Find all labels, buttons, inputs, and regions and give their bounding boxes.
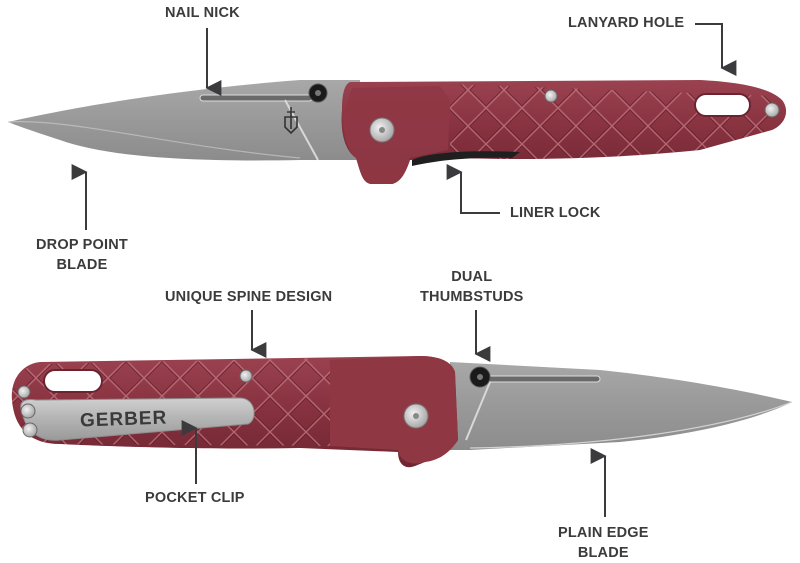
bottom-blade	[450, 362, 792, 450]
arrow-lanyard-hole	[695, 23, 737, 76]
label-dual-thumbstuds: DUAL THUMBSTUDS	[420, 269, 524, 305]
pocket-clip	[20, 397, 255, 441]
clip-brand-text: GERBER	[79, 407, 168, 432]
liner-lock	[412, 151, 520, 166]
label-plain-edge-blade: PLAIN EDGE BLADE	[558, 525, 649, 561]
top-blade	[8, 80, 360, 161]
label-nail-nick: NAIL NICK	[165, 5, 240, 21]
label-liner-lock: LINER LOCK	[510, 205, 601, 221]
callout-arrows	[71, 23, 737, 517]
bottom-knife	[11, 356, 793, 468]
arrow-liner-lock	[446, 164, 500, 214]
label-pocket-clip: POCKET CLIP	[145, 490, 245, 506]
gerber-logo-icon	[284, 107, 298, 135]
lanyard-hole	[694, 93, 751, 117]
label-lanyard-hole: LANYARD HOLE	[568, 15, 685, 31]
label-unique-spine-design: UNIQUE SPINE DESIGN	[165, 289, 333, 305]
nail-nick	[199, 94, 313, 102]
top-knife	[7, 80, 787, 184]
label-drop-point-blade: DROP POINT BLADE	[36, 237, 128, 273]
